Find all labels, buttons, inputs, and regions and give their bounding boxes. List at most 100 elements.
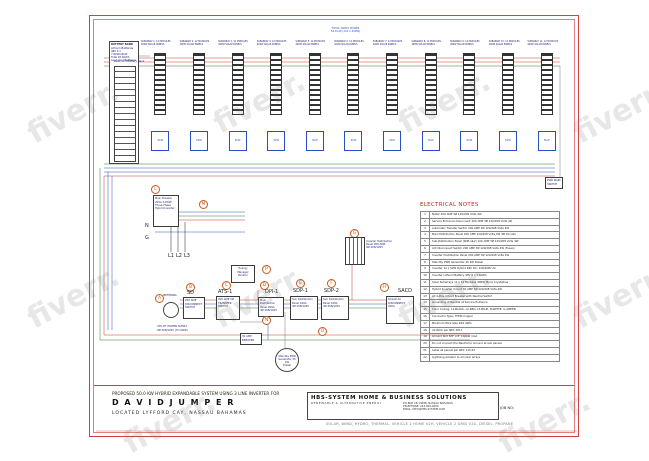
array-header-line: TOTAL ARRAY POWER (331, 27, 360, 30)
hybrid-inverter: 5kW (383, 131, 402, 151)
hybrid-inverter: 5kW (344, 131, 363, 151)
note-number: 1 (421, 212, 430, 218)
tag-f: F (327, 279, 336, 288)
gen-line: Standby PWR (278, 355, 296, 358)
drawing-border (89, 15, 579, 437)
inv-dist-line: Panel 200 AMP (366, 243, 386, 246)
sdp2-box-line: 3Ø 208/120V (323, 305, 341, 308)
pv-string-label: SUBARRAY 10: 12 MODULES (488, 40, 520, 43)
company-box: HBS-SYSTEM HOME & BUSINESS SOLUTIONS REN… (307, 392, 499, 420)
battery-bank-title: BATTERY BANK (111, 43, 133, 46)
pv-string-label: 400W SOLAR PANELS (450, 42, 474, 46)
note-number: 7 (421, 252, 430, 259)
battery-bank-line: Total 45.6kWh (111, 56, 130, 59)
pv-string-label: 400W SOLAR PANELS (372, 42, 397, 46)
solar-panel-stack (540, 53, 553, 115)
dpi-box: Main Distribution Panel 200A 3Ø 208/120V (258, 297, 284, 317)
sdp2-box: Sub Distribution Panel 100A 3Ø 208/120V (321, 296, 349, 320)
sdp2-box-line: Panel 100A (323, 302, 338, 305)
inverter-distribution-label: Inverter Distribution Panel 200 AMP 3Ø 2… (366, 240, 392, 249)
pv-string-label: SUBARRAY 9: 12 MODULES (450, 40, 480, 43)
note-number: 11 (421, 279, 430, 286)
note-text: Minimum Wire Size #10 AWG (432, 320, 472, 325)
note-number: 19 (421, 334, 430, 341)
neutral-label: N (145, 223, 149, 229)
dpi-box-line: Main Distribution (260, 299, 276, 305)
array-header-line: 52.8 kW (132 x 400W) (330, 30, 361, 33)
main-breaker-line: Main Breaker (155, 197, 173, 200)
location-line: LOCATED LYFFORD CAY, NASSAU BAHAMAS (112, 411, 247, 416)
sacd-box-line: SOLAR AC (388, 298, 402, 301)
generator-circle: Standby PWR Generator 25 kW Diesel (275, 348, 299, 372)
note-number: 22 (421, 354, 430, 361)
note-text: Hybrid Inverter Circuit 30 AMP 3Ø 120/20… (432, 286, 503, 291)
ats-box-line: TRANSFER (218, 302, 232, 305)
contact-line: EMAIL: INFO@HBS-SYSTEM.COM (403, 408, 445, 411)
utility-sub: 3Ø 208/120V (TO GRID) (157, 329, 188, 332)
contact-info: P.O.BOX CB 13088, NASSAU BAHAMAS TELEPHO… (403, 402, 453, 411)
sdp1-box-line: Sub Distribution (292, 298, 313, 301)
note-text: Color Coding: L1-BLACK, L2-RED, L3-BLUE,… (432, 307, 516, 312)
sacd-box: SOLAR AC DISCONNECT 200A (386, 296, 414, 324)
note-number: 4 (421, 232, 430, 239)
contact-line: P.O.BOX CB 13088, NASSAU BAHAMAS (403, 402, 453, 405)
solar-panel-stack (502, 53, 515, 115)
hybrid-inverter: 5kW (499, 131, 518, 151)
solar-panel-stack (154, 53, 167, 115)
tag-c: C (222, 281, 231, 290)
footer-line: SOLAR, WIND, HYDRO, THERMAL, VEHICLE 2 H… (326, 422, 514, 426)
tag-a: A (155, 294, 164, 303)
note-text: Main Distribution Panel 200 AMP 120/208 … (432, 232, 516, 237)
company-name: HBS-SYSTEM HOME & BUSINESS SOLUTIONS (311, 395, 467, 401)
gen-line: Generator 25 kW (278, 358, 296, 364)
pv-string-label: SUBARRAY 6: 12 MODULES (334, 40, 364, 43)
inverter-tag: 5kW (273, 139, 280, 142)
battery-cells (114, 66, 136, 162)
note-text: Do not connect the Neutral to Ground at … (432, 341, 502, 346)
ctrl-line: Energy (238, 267, 248, 270)
main-breaker-line: Hybrid Inverter (155, 207, 175, 210)
note-text: All Work per NEC 2017 (432, 327, 463, 332)
hybrid-inverter: 5kW (151, 131, 170, 151)
inverter-tag: 5kW (157, 139, 164, 142)
note-number: 6 (421, 245, 430, 252)
dpi-box-line: 3Ø 208/120V (260, 309, 278, 312)
sdp1-box-line: Panel 100A (292, 302, 307, 305)
solar-panel-stack (424, 53, 437, 115)
sd-box-line: 200 AMP (185, 299, 197, 302)
main-breaker-box: Main Breaker 200A 3-POLE Three Phase Hyb… (153, 195, 179, 227)
ctrl-line: Monitor (238, 274, 248, 277)
hybrid-inverter: 5kW (305, 131, 324, 151)
pv-string-label: 400W SOLAR PANELS (411, 42, 435, 46)
note-text: Meter 200 AMP 3Ø 120/208 Volts 4W (432, 212, 482, 216)
battery-bank-line: Lithium Batteries (111, 47, 134, 50)
pv-string-label: 400W SOLAR PANELS (141, 42, 165, 46)
note-text: Automatic Transfer Switch 200 AMP 3Ø 120… (432, 225, 510, 230)
sacd-box-line: 200A (388, 305, 395, 308)
battery-bank-line: 48V 6 x 7.6kWh/4kW (111, 50, 128, 56)
pv-string-label: 400W SOLAR PANELS (179, 42, 204, 46)
tag-e: E (296, 279, 305, 288)
tag-m: M (199, 200, 208, 209)
solar-panel-stack (386, 53, 399, 115)
pv-string-label: SUBARRAY 2: 12 MODULES (179, 40, 210, 43)
inverter-tag: 5kW (350, 139, 357, 142)
note-number: 15 (421, 307, 430, 313)
proposed-line: PROPOSED 50.0 KW HYBRID EXPANDABLE SYSTE… (112, 391, 280, 396)
note-number: 12 (421, 286, 430, 293)
note-number: 10 (421, 273, 430, 279)
dpi-label: DPI-1 (265, 289, 279, 295)
pv-string-label: 400W SOLAR PANELS (334, 42, 358, 46)
ats-label: ATS-1 (218, 289, 233, 295)
note-text: Solar Subarrays 11 x 12 Modules 400W Mon… (432, 279, 509, 284)
tag-o: O (318, 327, 327, 336)
